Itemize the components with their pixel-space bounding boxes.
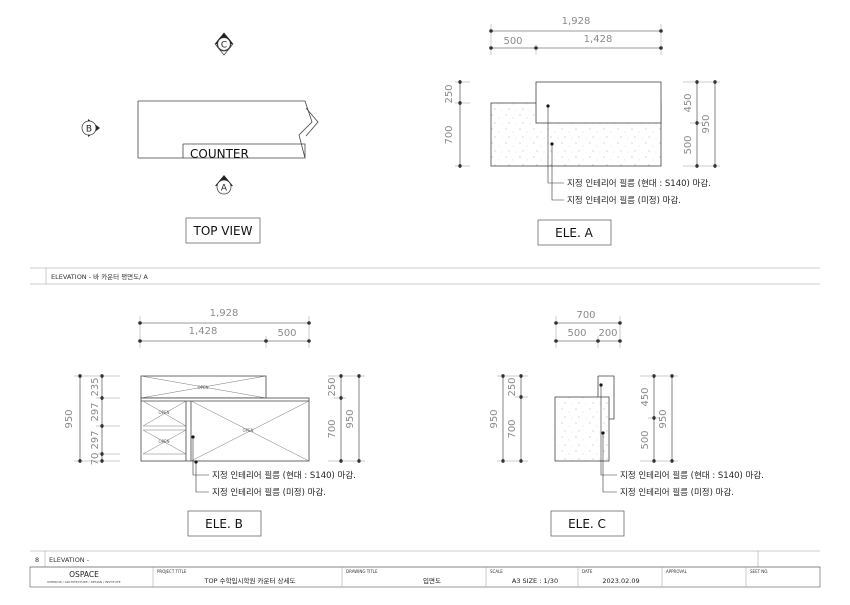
ele-c-dim-right-total: 950 xyxy=(658,409,669,428)
drawing-title-head: DRAWING TITLE xyxy=(346,569,378,574)
ele-b-dim-seg-3: 297 xyxy=(90,430,101,449)
ele-b-lower-body xyxy=(140,397,310,462)
ele-b-dim-right-lower: 700 xyxy=(327,419,338,438)
title-block: OSPACE INTERIOR / ARCHITECTURE / DESIGN … xyxy=(29,566,821,588)
ele-c-dim-right-upper: 450 xyxy=(640,387,651,406)
ele-a-dim-right: 1,428 xyxy=(584,34,613,45)
counter-plan-outline xyxy=(138,100,313,159)
section-band-1: ELEVATION - 바 카운터 평면도/ A xyxy=(30,267,820,285)
ele-c-counter-top xyxy=(598,375,615,420)
date-head: DATE xyxy=(582,569,593,574)
marker-a-label: A xyxy=(221,184,228,194)
sheet-number-head: SEET NO. xyxy=(750,569,769,574)
section-marker-a[interactable]: A xyxy=(215,175,233,195)
scale-value: A3 SIZE : 1/30 xyxy=(512,577,558,585)
ele-a-dim-total: 1,928 xyxy=(562,16,591,27)
ele-a-dim-right-upper: 450 xyxy=(683,93,694,112)
ele-b-open-left-1: OPEN xyxy=(158,410,169,415)
ele-c-dim-right: 200 xyxy=(598,328,617,339)
company-logo: OSPACE xyxy=(69,570,99,579)
marker-b-label: B xyxy=(86,125,92,135)
drawing-title: 입면도 xyxy=(423,576,441,585)
top-view-title: TOP VIEW xyxy=(192,224,252,238)
ele-b-dim-seg-4: 70 xyxy=(90,453,101,466)
ele-c-dim-left-upper: 250 xyxy=(507,377,518,396)
ele-b-dim-seg-2: 297 xyxy=(90,402,101,421)
ele-a-counter-top xyxy=(535,81,662,124)
marker-c-label: C xyxy=(221,41,227,51)
company-logo-sub: INTERIOR / ARCHITECTURE / DESIGN / INSTI… xyxy=(47,580,120,584)
ele-a-dim-right-total: 950 xyxy=(701,114,712,133)
section-band-2-number: 8 xyxy=(35,556,39,564)
ele-b-note-1: 지정 인테리어 필름 (현대 : S140) 마감. xyxy=(212,470,356,481)
elevation-a: 1,928 500 1,428 250 700 450 500 950 지정 인… xyxy=(444,16,720,246)
ele-b-dim-left: 1,428 xyxy=(189,326,218,337)
ele-a-dim-right-lower: 500 xyxy=(683,135,694,154)
ele-a-title-box xyxy=(537,219,612,246)
elevation-c: 700 500 200 950 250 700 450 500 950 xyxy=(489,310,764,537)
ele-a-dim-left: 500 xyxy=(503,36,522,47)
approval-head: APPROVAL xyxy=(666,569,688,574)
ele-b-dim-right-upper: 250 xyxy=(327,377,338,396)
ele-b-dim-left-total: 950 xyxy=(64,409,75,428)
ele-b-dim-total: 1,928 xyxy=(210,308,239,319)
ele-c-dim-left-lower: 700 xyxy=(507,419,518,438)
ele-b-open-upper: OPEN xyxy=(197,385,208,390)
top-view: COUNTER C B A TOP VIEW xyxy=(81,32,319,244)
ele-b-title: ELE. B xyxy=(205,517,243,531)
project-title-head: PROJECT TITLE xyxy=(157,569,187,574)
ele-a-note-2: 지정 인테리어 필름 (미정) 마감. xyxy=(567,195,681,206)
ele-c-note-1: 지정 인테리어 필름 (현대 : S140) 마감. xyxy=(620,470,764,481)
section-band-2: 8 ELEVATION - xyxy=(30,550,820,568)
project-title: TOP 수학입시학원 카운터 상세도 xyxy=(204,576,296,585)
ele-c-title-box xyxy=(550,510,625,537)
ele-c-dim-total: 700 xyxy=(576,310,595,321)
ele-a-dim-left-lower: 700 xyxy=(444,125,455,144)
ele-c-dim-left-total: 950 xyxy=(489,409,500,428)
ele-c-counter-body xyxy=(554,396,610,462)
ele-c-title: ELE. C xyxy=(568,517,606,531)
section-band-1-label: ELEVATION - 바 카운터 평면도/ A xyxy=(51,272,148,281)
counter-label: COUNTER xyxy=(190,147,249,161)
ele-a-title: ELE. A xyxy=(555,226,593,240)
ele-a-dim-left-upper: 250 xyxy=(444,84,455,103)
scale-head: SCALE xyxy=(490,569,503,574)
ele-b-note-2: 지정 인테리어 필름 (미정) 마감. xyxy=(212,487,326,498)
ele-c-dim-left: 500 xyxy=(567,328,586,339)
ele-b-open-left-2: OPEN xyxy=(158,439,169,444)
ele-b-dim-right-total: 950 xyxy=(345,409,356,428)
top-view-title-box xyxy=(185,217,261,244)
break-line xyxy=(305,107,319,137)
date-value: 2023.02.09 xyxy=(602,577,639,585)
ele-b-dim-right: 500 xyxy=(277,328,296,339)
ele-b-dim-seg-1: 235 xyxy=(90,377,101,396)
ele-c-note-2: 지정 인테리어 필름 (미정) 마감. xyxy=(620,487,734,498)
elevation-b: 1,928 1,428 500 OPEN OPEN OPEN OPEN 950 xyxy=(64,308,365,537)
section-marker-b[interactable]: B xyxy=(81,119,100,137)
section-marker-c[interactable]: C xyxy=(214,32,234,56)
ele-c-dim-right-lower: 500 xyxy=(640,430,651,449)
ele-b-title-box xyxy=(187,510,262,537)
counter-top-edge xyxy=(183,143,306,158)
ele-a-note-1: 지정 인테리어 필름 (현대 : S140) 마감. xyxy=(567,178,711,189)
section-band-2-label: ELEVATION - xyxy=(49,556,90,564)
ele-b-open-right: OPEN xyxy=(242,428,253,433)
